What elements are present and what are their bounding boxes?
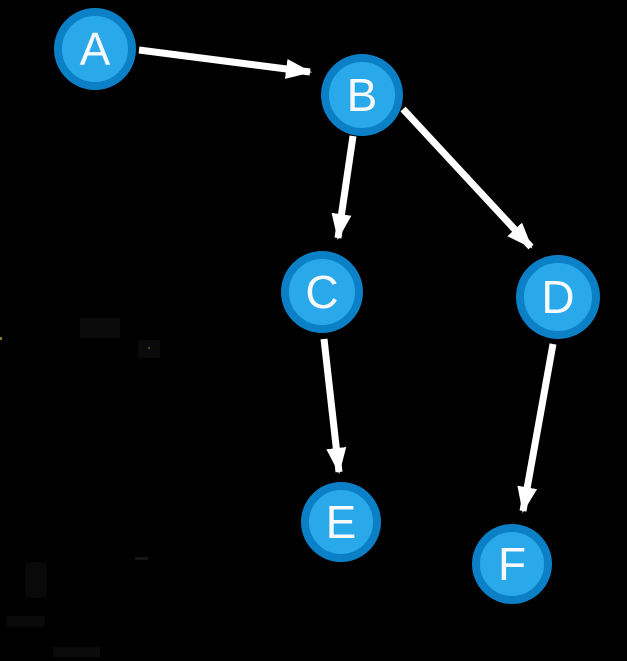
node-e[interactable]: E xyxy=(301,482,381,562)
node-circle[interactable] xyxy=(516,255,600,339)
node-circle[interactable] xyxy=(54,8,136,90)
node-d[interactable]: D xyxy=(516,255,600,339)
node-circle[interactable] xyxy=(472,524,552,604)
node-b[interactable]: B xyxy=(321,54,403,136)
node-c[interactable]: C xyxy=(281,251,363,333)
node-circle[interactable] xyxy=(281,251,363,333)
node-circle[interactable] xyxy=(321,54,403,136)
node-circle[interactable] xyxy=(301,482,381,562)
edge-a-b[interactable] xyxy=(138,46,312,79)
edge-b-c[interactable] xyxy=(331,135,357,240)
node-a[interactable]: A xyxy=(54,8,136,90)
edge-b-d[interactable] xyxy=(400,106,534,250)
node-f[interactable]: F xyxy=(472,524,552,604)
edge-d-f[interactable] xyxy=(517,343,557,513)
edge-c-e[interactable] xyxy=(320,338,347,474)
